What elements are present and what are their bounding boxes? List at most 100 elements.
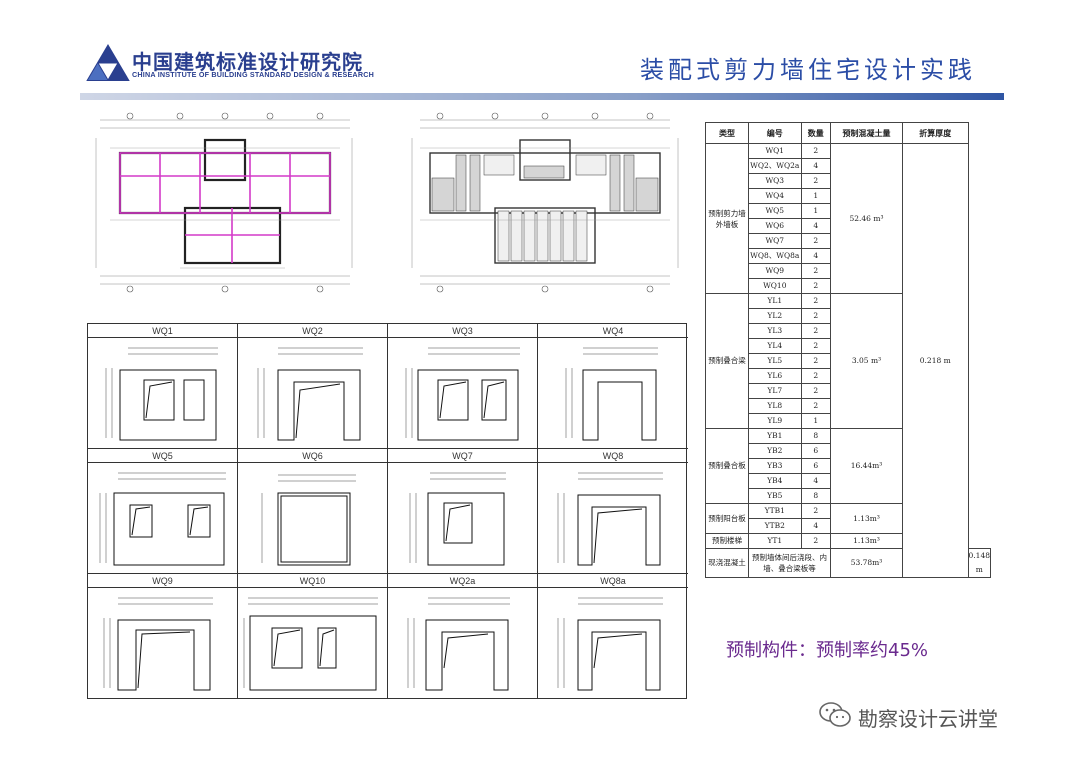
qty-cell: 2 [800, 503, 831, 519]
group-type-cell: 预制叠合梁 [704, 293, 750, 429]
code-cell: YB5 [748, 488, 802, 504]
col-header-volume: 预制混凝土量 [829, 122, 904, 144]
volume-cell: 1.13m³ [829, 533, 904, 549]
volume-cell: 3.05 m³ [829, 293, 904, 429]
cast-type-cell: 现浇混凝土 [704, 548, 750, 578]
qty-cell: 2 [800, 368, 831, 384]
table-row: 预制剪力墙外墙板 WQ1 2 52.46 m³ 0.218 m [704, 143, 991, 578]
code-cell: WQ8、WQ8a [748, 248, 802, 264]
panel-cell-wq2a: WQ2a [388, 574, 538, 699]
code-cell: YB2 [748, 443, 802, 459]
code-cell: YL9 [748, 413, 802, 429]
panel-label: WQ6 [238, 449, 387, 463]
qty-cell: 2 [800, 233, 831, 249]
code-cell: WQ7 [748, 233, 802, 249]
panel-cell-wq1: WQ1 [88, 324, 238, 449]
panel-elevation-drawing [99, 472, 226, 566]
panel-elevation-drawing [557, 472, 663, 566]
qty-cell: 2 [800, 293, 831, 309]
thickness-cell: 0.218 m [902, 143, 969, 578]
qty-cell: 1 [800, 203, 831, 219]
table-row: 现浇混凝土 预制墙体间后浇段、内墙、叠合梁板等 53.78m³ 0.148 m [704, 548, 992, 578]
panel-layout-plan [411, 112, 679, 293]
code-cell: YB4 [748, 473, 802, 489]
panel-cell-wq8: WQ8 [538, 449, 688, 574]
panel-cell-wq7: WQ7 [388, 449, 538, 574]
volume-cell: 52.46 m³ [829, 143, 904, 294]
qty-cell: 4 [800, 518, 831, 534]
code-cell: WQ9 [748, 263, 802, 279]
watermark-text: 勘察设计云讲堂 [858, 707, 998, 731]
table-header-row: 类型 编号 数量 预制混凝土量 折算厚度 [704, 122, 991, 144]
qty-cell: 2 [800, 263, 831, 279]
qty-cell: 4 [800, 473, 831, 489]
prefab-component-table: 类型 编号 数量 预制混凝土量 折算厚度 预制剪力墙外墙板 WQ1 2 52.4… [704, 122, 992, 578]
structural-floor-plan [95, 112, 353, 293]
header-divider [80, 93, 1004, 100]
panel-label: WQ2a [388, 574, 537, 588]
code-cell: YL1 [748, 293, 802, 309]
panel-elevation-drawing [257, 347, 363, 441]
col-header-thickness: 折算厚度 [902, 122, 969, 144]
code-cell: YB1 [748, 428, 802, 444]
code-cell: YTB2 [748, 518, 802, 534]
qty-cell: 2 [800, 533, 831, 549]
cast-desc-cell: 预制墙体间后浇段、内墙、叠合梁板等 [748, 548, 831, 578]
qty-cell: 2 [800, 398, 831, 414]
org-name-en: CHINA INSTITUTE OF BUILDING STANDARD DES… [132, 70, 374, 79]
qty-cell: 4 [800, 218, 831, 234]
code-cell: WQ6 [748, 218, 802, 234]
panel-label: WQ1 [88, 324, 237, 338]
panel-cell-wq2: WQ2 [238, 324, 388, 449]
code-cell: WQ2、WQ2a [748, 158, 802, 174]
panel-cell-wq6: WQ6 [238, 449, 388, 574]
qty-cell: 2 [800, 278, 831, 294]
panel-elevation-drawing [557, 597, 663, 691]
panel-elevation-drawing [565, 347, 658, 441]
panel-label: WQ3 [388, 324, 537, 338]
code-cell: YL6 [748, 368, 802, 384]
qty-cell: 2 [800, 338, 831, 354]
code-cell: WQ1 [748, 143, 802, 159]
panel-cell-wq3: WQ3 [388, 324, 538, 449]
panel-cell-wq9: WQ9 [88, 574, 238, 699]
code-cell: YL2 [748, 308, 802, 324]
logo-mark-icon [86, 44, 130, 81]
qty-cell: 4 [800, 248, 831, 264]
panel-cell-wq4: WQ4 [538, 324, 688, 449]
qty-cell: 8 [800, 428, 831, 444]
qty-cell: 2 [800, 353, 831, 369]
slide-title: 装配式剪力墙住宅设计实践 [640, 56, 976, 84]
group-type-cell: 预制叠合板 [704, 428, 750, 504]
code-cell: WQ3 [748, 173, 802, 189]
code-cell: YL7 [748, 383, 802, 399]
panel-label: WQ8 [538, 449, 688, 463]
cast-volume-cell: 53.78m³ [829, 548, 904, 578]
panel-elevation-drawing [405, 347, 520, 441]
volume-cell: 1.13m³ [829, 503, 904, 534]
qty-cell: 2 [800, 383, 831, 399]
group-type-cell: 预制楼梯 [704, 533, 750, 549]
panel-elevation-drawing [409, 472, 506, 566]
panel-label: WQ9 [88, 574, 237, 588]
table-row: 预制叠合梁 YL1 2 3.05 m³ [704, 293, 991, 429]
org-name-cn: 中国建筑标准设计研究院 [132, 50, 363, 74]
wechat-icon [819, 702, 851, 727]
qty-cell: 2 [800, 143, 831, 159]
panel-cell-wq8a: WQ8a [538, 574, 688, 699]
qty-cell: 1 [800, 413, 831, 429]
panel-cell-wq5: WQ5 [88, 449, 238, 574]
code-cell: YL8 [748, 398, 802, 414]
col-header-qty: 数量 [800, 122, 831, 144]
code-cell: YB3 [748, 458, 802, 474]
panel-label: WQ10 [238, 574, 387, 588]
panel-elevation-grid: WQ1 WQ2 WQ3 [87, 323, 688, 699]
panel-elevation-drawing [261, 474, 356, 566]
panel-label: WQ4 [538, 324, 688, 338]
qty-cell: 2 [800, 323, 831, 339]
panel-cell-wq10: WQ10 [238, 574, 388, 699]
